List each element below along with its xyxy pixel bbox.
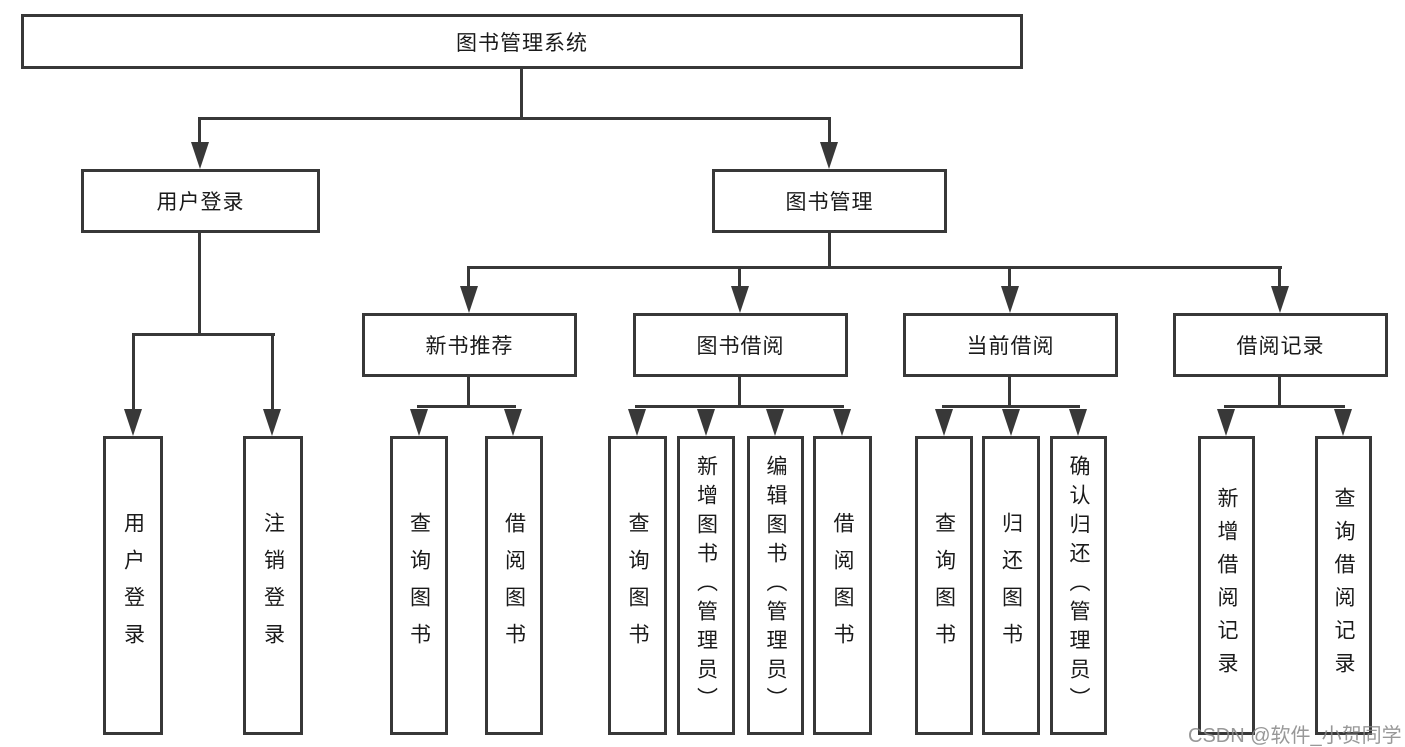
arrow-down-icon [628, 409, 646, 436]
arrow-down-icon [263, 409, 281, 436]
leaf-label: 查询图书 [932, 511, 956, 660]
leaf-label: 新增图书（管理员） [694, 455, 718, 716]
leaf-box-edit-books-admin: 编辑图书（管理员） [747, 436, 804, 735]
section-box-current-borrow: 当前借阅 [903, 313, 1118, 377]
arrow-down-icon [766, 409, 784, 436]
connector-bookmgmt-drop-3 [1008, 266, 1011, 290]
connector-userlogin-drop-2 [271, 333, 274, 413]
connector-bookmgmt-drop-1 [467, 266, 470, 290]
connector-newbook-rail [417, 405, 516, 408]
section-box-book-borrow: 图书借阅 [633, 313, 848, 377]
arrow-down-icon [1002, 409, 1020, 436]
connector-bookmgmt-stem [828, 233, 831, 269]
leaf-box-query-books-3: 查询图书 [915, 436, 973, 735]
connector-root-rail [198, 117, 831, 120]
branch-label: 用户登录 [156, 191, 245, 214]
arrow-down-icon [833, 409, 851, 436]
leaf-box-confirm-return-admin: 确认归还（管理员） [1050, 436, 1107, 735]
arrow-down-icon [1334, 409, 1352, 436]
connector-borrow-rail [635, 405, 844, 408]
leaf-label: 用户登录 [121, 511, 145, 660]
connector-records-stem [1278, 377, 1281, 408]
connector-bookmgmt-drop-2 [738, 266, 741, 290]
connector-root-drop-right [828, 117, 831, 146]
branch-box-user-login: 用户登录 [81, 169, 320, 233]
connector-bookmgmt-rail [467, 266, 1282, 269]
arrow-down-icon [1001, 286, 1019, 313]
section-box-borrow-records: 借阅记录 [1173, 313, 1388, 377]
root-box-system: 图书管理系统 [21, 14, 1023, 69]
leaf-box-user-login: 用户登录 [103, 436, 163, 735]
arrow-down-icon [935, 409, 953, 436]
leaf-label: 查询图书 [626, 511, 649, 660]
arrow-down-icon [731, 286, 749, 313]
leaf-label: 借阅图书 [502, 511, 526, 660]
leaf-label: 查询图书 [407, 511, 431, 660]
leaf-box-add-books-admin: 新增图书（管理员） [677, 436, 735, 735]
leaf-label: 确认归还（管理员） [1067, 455, 1090, 716]
section-label: 当前借阅 [966, 335, 1055, 358]
section-box-new-book-recommend: 新书推荐 [362, 313, 577, 377]
connector-borrow-stem [738, 377, 741, 408]
leaf-label: 编辑图书（管理员） [764, 455, 787, 716]
watermark: CSDN @软件_小贺同学 [1188, 725, 1402, 747]
connector-newbook-stem [467, 377, 470, 408]
arrow-down-icon [1271, 286, 1289, 313]
arrow-down-icon [1217, 409, 1235, 436]
section-label: 图书借阅 [696, 335, 785, 358]
leaf-box-borrow-books-1: 借阅图书 [485, 436, 543, 735]
leaf-box-borrow-books-2: 借阅图书 [813, 436, 872, 735]
root-label: 图书管理系统 [456, 31, 588, 55]
leaf-label: 归还图书 [999, 511, 1023, 660]
leaf-box-query-books-1: 查询图书 [390, 436, 448, 735]
leaf-label: 注销登录 [261, 511, 285, 660]
leaf-box-return-books: 归还图书 [982, 436, 1040, 735]
leaf-box-query-books-2: 查询图书 [608, 436, 667, 735]
connector-current-stem [1008, 377, 1011, 408]
arrow-down-icon [410, 409, 428, 436]
branch-box-book-management: 图书管理 [712, 169, 947, 233]
connector-bookmgmt-drop-4 [1278, 266, 1281, 290]
leaf-box-query-borrow-record: 查询借阅记录 [1315, 436, 1372, 735]
arrow-down-icon [191, 142, 209, 169]
leaf-label: 新增借阅记录 [1215, 486, 1238, 685]
leaf-label: 查询借阅记录 [1332, 486, 1355, 685]
connector-userlogin-rail [132, 333, 275, 336]
connector-userlogin-drop-1 [132, 333, 135, 413]
connector-root-stem [520, 69, 523, 118]
arrow-down-icon [460, 286, 478, 313]
leaf-box-logout: 注销登录 [243, 436, 303, 735]
arrow-down-icon [504, 409, 522, 436]
arrow-down-icon [820, 142, 838, 169]
arrow-down-icon [124, 409, 142, 436]
section-label: 借阅记录 [1236, 335, 1325, 358]
arrow-down-icon [1069, 409, 1087, 436]
section-label: 新书推荐 [425, 335, 514, 358]
leaf-box-add-borrow-record: 新增借阅记录 [1198, 436, 1255, 735]
connector-root-drop-left [198, 117, 201, 146]
arrow-down-icon [697, 409, 715, 436]
connector-current-rail [942, 405, 1080, 408]
leaf-label: 借阅图书 [831, 511, 854, 660]
branch-label: 图书管理 [785, 191, 874, 214]
connector-records-rail [1224, 405, 1345, 408]
connector-userlogin-stem [198, 233, 201, 335]
